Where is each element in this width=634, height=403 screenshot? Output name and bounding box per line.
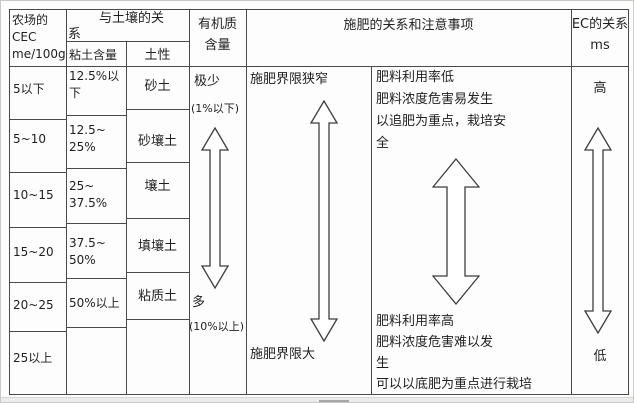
header-fertilization: 施肥的关系和注意事项 (343, 18, 474, 33)
header-clay-content: 粘土含量 (69, 48, 118, 62)
grid-line (66, 223, 126, 224)
clay-value: 25~ 37.5% (69, 179, 108, 210)
grid-line (66, 327, 126, 328)
ec-high-label: 高 (593, 81, 607, 96)
grid-line (66, 168, 126, 169)
grid-line (66, 115, 126, 116)
fertilization-notes-bottom: 肥料利用率高 肥料浓度危害难以发 生 可以以底肥为重点进行栽培 (376, 314, 533, 392)
grid-line (9, 172, 66, 173)
grid-line (571, 9, 572, 395)
organic-top-label: 极少 (194, 74, 221, 89)
cec-value: 25以上 (13, 351, 53, 365)
grid-line (126, 162, 189, 163)
cec-value: 20~25 (13, 298, 54, 312)
header-ec: EC的关系 ms (571, 17, 629, 53)
fertilization-notes-arrow-icon (432, 158, 480, 305)
fertilization-limit-arrow-icon (310, 100, 338, 342)
grid-line (9, 282, 66, 283)
grid-line (189, 9, 190, 395)
table-outer-border (9, 9, 629, 395)
organic-bottom-label: 多 (192, 295, 206, 310)
grid-line (66, 41, 189, 42)
grid-line (9, 66, 629, 67)
grid-line (66, 9, 67, 395)
grid-line (9, 331, 66, 332)
texture-value: 粘质土 (137, 289, 177, 304)
clay-value: 37.5~ 50% (69, 236, 106, 267)
organic-bottom-note: (10%以上) (189, 320, 245, 333)
grid-line (66, 278, 126, 279)
clay-value: 12.5%以 下 (69, 69, 120, 100)
texture-value: 砂壤土 (137, 134, 177, 149)
cec-value: 15~20 (13, 245, 54, 259)
grid-line (126, 218, 189, 219)
clay-value: 50%以上 (69, 296, 120, 310)
organic-range-arrow-icon (201, 127, 229, 289)
cec-value: 5以下 (13, 82, 45, 96)
texture-value: 砂土 (144, 79, 171, 94)
ec-range-arrow-icon (584, 127, 612, 334)
fertilization-limit-bottom: 施肥界限大 (250, 347, 316, 362)
scrollbar-thumb[interactable] (319, 400, 349, 402)
header-soil-texture: 土性 (144, 48, 171, 63)
header-soil-relation: 与土壤的关 系 (68, 11, 165, 42)
grid-line (9, 227, 66, 228)
grid-line (9, 119, 66, 120)
grid-line (126, 272, 189, 273)
organic-top-note: (1%以下) (191, 102, 240, 115)
grid-line (246, 9, 247, 395)
header-cec: 农场的 CEC me/100g (12, 13, 66, 61)
cec-value: 5~10 (13, 132, 46, 146)
grid-line (371, 66, 372, 395)
grid-line (126, 109, 189, 110)
ec-low-label: 低 (593, 349, 607, 364)
clay-value: 12.5~ 25% (69, 123, 106, 154)
horizontal-scrollbar[interactable] (1, 397, 633, 402)
texture-value: 壤土 (144, 179, 171, 194)
grid-line (126, 319, 189, 320)
header-organic-matter: 有机质 含量 (197, 17, 237, 53)
texture-value: 填壤土 (137, 239, 177, 254)
fertilization-notes-top: 肥料利用率低 肥料浓度危害易发生 以追肥为重点，栽培安 全 (376, 70, 507, 151)
cec-value: 10~15 (13, 188, 54, 202)
fertilization-limit-top: 施肥界限狭窄 (250, 72, 329, 87)
